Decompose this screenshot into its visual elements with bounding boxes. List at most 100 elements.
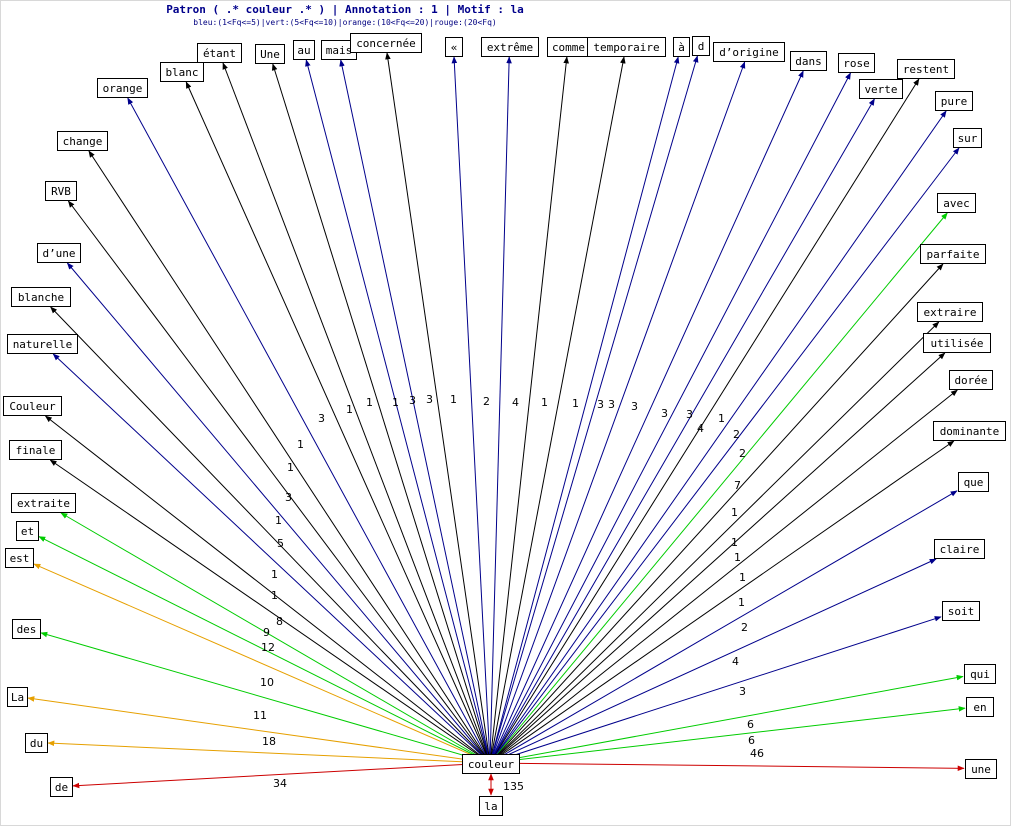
word-node-au[interactable]: au	[293, 40, 315, 60]
word-node-d-origine[interactable]: d’origine	[713, 42, 785, 62]
word-label: blanc	[165, 66, 198, 79]
word-node-avec[interactable]: avec	[937, 193, 976, 213]
word-node-d-une[interactable]: d’une	[37, 243, 81, 263]
word-node-des[interactable]: des	[12, 619, 41, 639]
center-label: couleur	[468, 758, 515, 771]
word-node-verte[interactable]: verte	[859, 79, 903, 99]
word-node-la[interactable]: La	[7, 687, 28, 707]
word-node-extraite[interactable]: extraite	[11, 493, 76, 513]
word-label: une	[971, 763, 991, 776]
word-node-concernee[interactable]: concernée	[350, 33, 422, 53]
edge-parfaite	[489, 263, 944, 764]
motif-node-la[interactable]: la	[479, 796, 503, 816]
edge-count-extraire: 1	[731, 536, 738, 549]
word-node-claire[interactable]: claire	[934, 539, 985, 559]
word-node-mais[interactable]: mais	[321, 40, 357, 60]
word-node-soit[interactable]: soit	[942, 601, 980, 621]
word-label: claire	[940, 543, 980, 556]
word-label: extrême	[487, 41, 533, 54]
edge-count-des: 10	[260, 676, 274, 689]
word-node-que[interactable]: que	[958, 472, 989, 492]
edge-change	[88, 150, 491, 764]
edge-count-une: 46	[750, 747, 764, 760]
edge-count-pure: 2	[733, 428, 740, 441]
center-node-couleur[interactable]: couleur	[462, 754, 520, 774]
word-node-node-7[interactable]: «	[445, 37, 463, 57]
word-node-une[interactable]: une	[965, 759, 997, 779]
word-label: temporaire	[593, 41, 659, 54]
edge-d-une	[66, 262, 491, 764]
edge-count-orange: 3	[318, 412, 325, 425]
edge-pure	[489, 110, 947, 764]
word-node-parfaite[interactable]: parfaite	[920, 244, 986, 264]
word-node-etant[interactable]: étant	[197, 43, 242, 63]
word-node-une[interactable]: Une	[255, 44, 285, 64]
word-label: La	[11, 691, 24, 704]
word-node-doree[interactable]: dorée	[949, 370, 993, 390]
word-node-d[interactable]: d	[692, 36, 710, 56]
word-node-restent[interactable]: restent	[897, 59, 955, 79]
edge-count-temporaire: 1	[572, 397, 579, 410]
edge-d	[489, 55, 699, 764]
word-node-qui[interactable]: qui	[964, 664, 996, 684]
edge-doree	[489, 389, 958, 764]
word-node-extraire[interactable]: extraire	[917, 302, 983, 322]
word-node-et[interactable]: et	[16, 521, 39, 541]
word-label: «	[451, 41, 458, 54]
word-node-de[interactable]: de	[50, 777, 73, 797]
edge-count-blanc: 1	[346, 403, 353, 416]
edge-count-change: 1	[297, 438, 304, 451]
edge-extraite	[60, 512, 491, 764]
word-label: concernée	[356, 37, 416, 50]
edge-comme	[489, 56, 569, 764]
edge-la	[27, 696, 491, 764]
word-node-couleur[interactable]: Couleur	[3, 396, 62, 416]
word-label: comme	[552, 41, 585, 54]
word-node-naturelle[interactable]: naturelle	[7, 334, 78, 354]
edge-count-restent: 1	[718, 412, 725, 425]
word-label: en	[973, 701, 986, 714]
word-node-change[interactable]: change	[57, 131, 108, 151]
word-label: finale	[16, 444, 56, 457]
edge-count-avec: 7	[734, 479, 741, 492]
word-node-pure[interactable]: pure	[935, 91, 973, 111]
edge-utilisee	[489, 352, 946, 764]
edge-orange	[127, 97, 491, 764]
word-node-du[interactable]: du	[25, 733, 48, 753]
word-node-blanc[interactable]: blanc	[160, 62, 204, 82]
edge-count-dominante: 1	[738, 596, 745, 609]
edge-count-du: 18	[262, 735, 276, 748]
word-node-en[interactable]: en	[966, 697, 994, 717]
word-node-temporaire[interactable]: temporaire	[587, 37, 666, 57]
word-node-sur[interactable]: sur	[953, 128, 982, 148]
edge-count-soit: 3	[739, 685, 746, 698]
edge-count-parfaite: 1	[731, 506, 738, 519]
word-node-orange[interactable]: orange	[97, 78, 148, 98]
word-label: du	[30, 737, 43, 750]
word-node-utilisee[interactable]: utilisée	[923, 333, 991, 353]
word-node-comme[interactable]: comme	[547, 37, 590, 57]
word-label: est	[10, 552, 30, 565]
word-node-rvb[interactable]: RVB	[45, 181, 77, 201]
word-label: restent	[903, 63, 949, 76]
edge-count-d-origine: 3	[631, 400, 638, 413]
word-node-finale[interactable]: finale	[9, 440, 62, 460]
word-label: extraire	[924, 306, 977, 319]
edge-une	[489, 762, 965, 772]
word-label: RVB	[51, 185, 71, 198]
edge-a	[489, 56, 680, 764]
edge-count-naturelle: 5	[277, 537, 284, 550]
word-node-a[interactable]: à	[673, 37, 690, 57]
edge-count-claire: 4	[732, 655, 739, 668]
word-node-extreme[interactable]: extrême	[481, 37, 539, 57]
edge-temporaire	[489, 56, 626, 764]
word-node-dans[interactable]: dans	[790, 51, 827, 71]
edge-soit	[489, 616, 942, 764]
word-node-est[interactable]: est	[5, 548, 34, 568]
word-label: utilisée	[931, 337, 984, 350]
word-node-dominante[interactable]: dominante	[933, 421, 1006, 441]
word-node-blanche[interactable]: blanche	[11, 287, 71, 307]
edge-count-blanche: 1	[275, 514, 282, 527]
word-node-rose[interactable]: rose	[838, 53, 875, 73]
